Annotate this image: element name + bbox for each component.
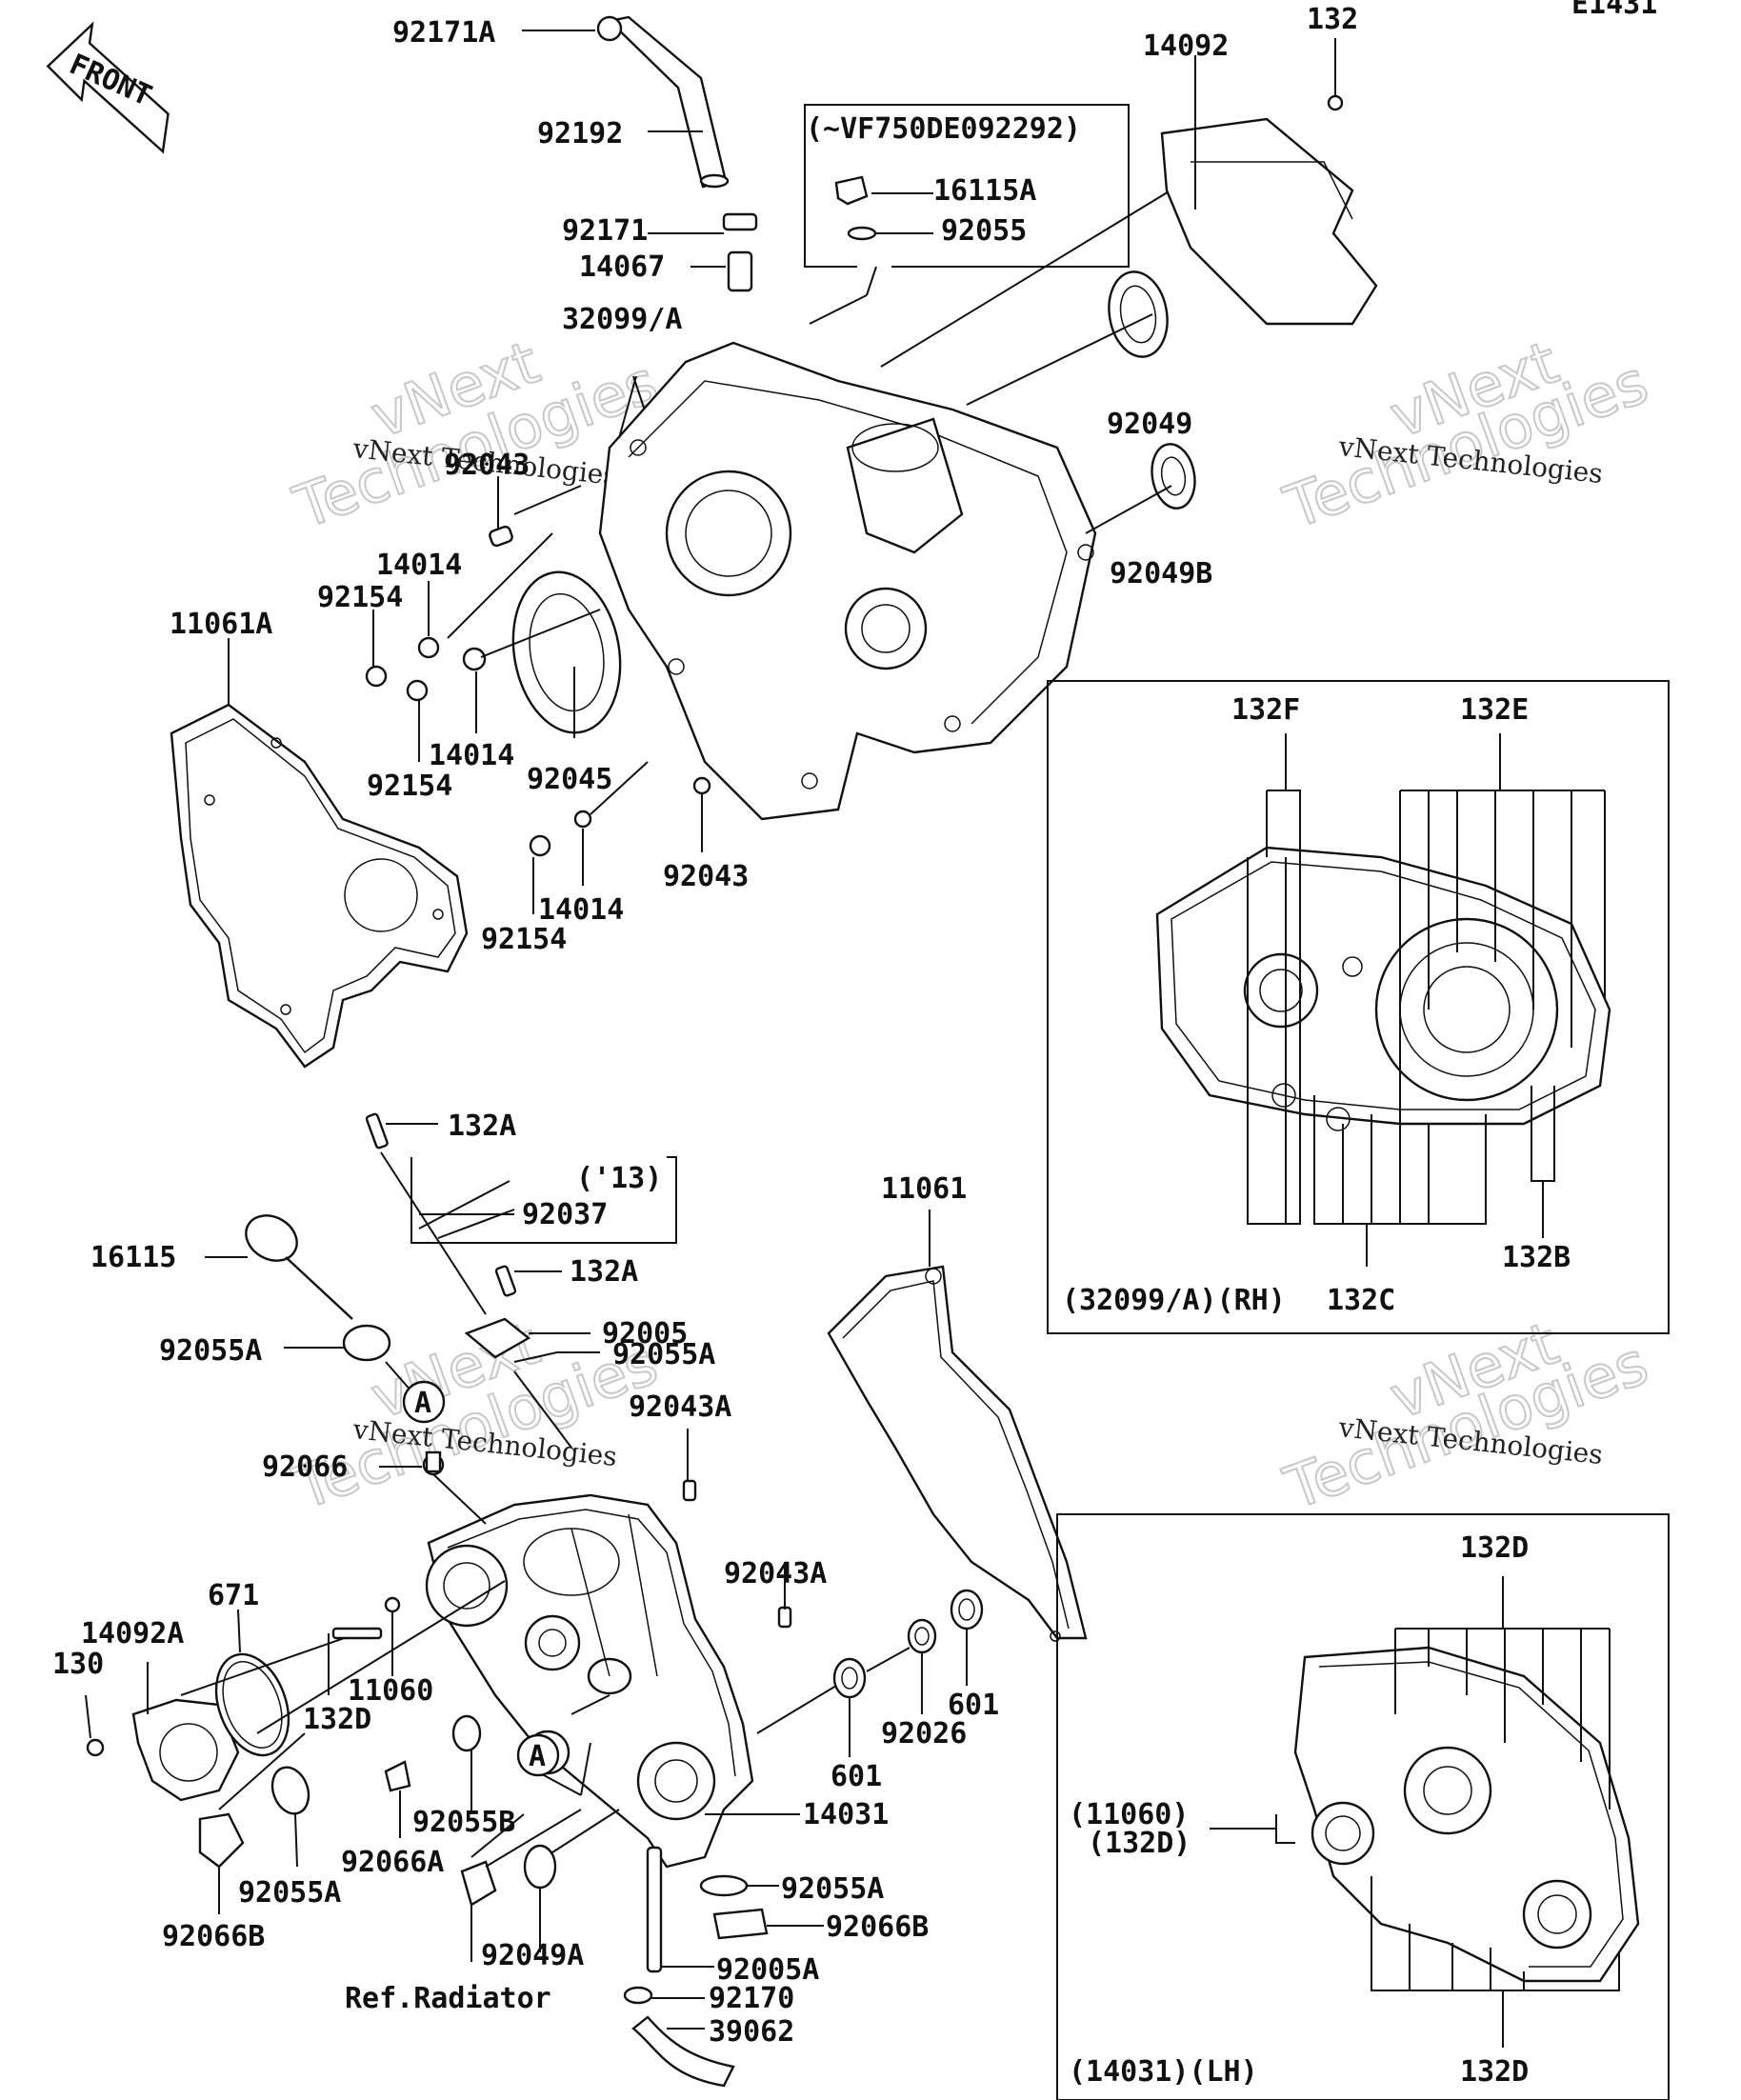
label-14014-c: 14014 bbox=[538, 893, 624, 927]
label-16115: 16115 bbox=[90, 1241, 176, 1274]
inset-lh-caption: (14031)(LH) bbox=[1069, 2055, 1258, 2089]
label-132F: 132F bbox=[1231, 693, 1300, 727]
label-92055B: 92055B bbox=[412, 1806, 515, 1839]
label-92043-top: 92043 bbox=[444, 449, 530, 482]
label-92005: 92005 bbox=[602, 1317, 688, 1350]
label-132A-1: 132A bbox=[448, 1110, 516, 1143]
small-parts-left-top bbox=[365, 485, 711, 857]
label-601-2: 601 bbox=[830, 1760, 882, 1793]
label-132D-3: 132D bbox=[1460, 2055, 1529, 2089]
label-92045: 92045 bbox=[527, 763, 612, 796]
note-year: ('13) bbox=[576, 1162, 662, 1195]
label-601-1: 601 bbox=[948, 1689, 999, 1722]
guard-14092 bbox=[1160, 38, 1378, 326]
label-92066B-1: 92066B bbox=[162, 1920, 265, 1953]
label-92043A-2: 92043A bbox=[724, 1557, 827, 1590]
label-92066A: 92066A bbox=[341, 1846, 444, 1879]
sensors-132A bbox=[365, 1112, 677, 1449]
svg-text:A: A bbox=[529, 1740, 546, 1773]
callout-a-1: A bbox=[402, 1380, 446, 1424]
label-132E: 132E bbox=[1460, 693, 1529, 727]
label-11061: 11061 bbox=[881, 1172, 967, 1206]
label-14014-a: 14014 bbox=[376, 549, 462, 582]
ref-radiator: Ref.Radiator bbox=[345, 1982, 551, 2015]
label-14031: 14031 bbox=[803, 1798, 889, 1831]
label-92055A-2: 92055A bbox=[612, 1338, 715, 1371]
label-92154-c: 92154 bbox=[481, 923, 567, 956]
label-39062: 39062 bbox=[709, 2015, 794, 2049]
serial-note-box: (~VF750DE092292) bbox=[804, 104, 1130, 325]
leaders-left-top bbox=[228, 375, 703, 914]
label-132D-paren: (132D) bbox=[1088, 1827, 1191, 1860]
label-92055A-4: 92055A bbox=[781, 1872, 884, 1906]
label-132D-1: 132D bbox=[303, 1703, 371, 1736]
label-92066: 92066 bbox=[262, 1450, 348, 1484]
label-11060: 11060 bbox=[348, 1674, 433, 1708]
watermark-2: vNext Technologies vNext Technologies bbox=[1274, 327, 1657, 544]
label-14067: 14067 bbox=[579, 250, 665, 284]
label-16115A: 16115A bbox=[933, 174, 1036, 208]
lh-cover bbox=[425, 1493, 754, 1869]
label-671: 671 bbox=[208, 1579, 259, 1612]
label-92055A-1: 92055A bbox=[159, 1334, 262, 1368]
label-132B: 132B bbox=[1502, 1241, 1571, 1274]
label-92154-a: 92154 bbox=[317, 581, 403, 614]
label-92066B-2: 92066B bbox=[826, 1910, 929, 1944]
watermark-4: vNext Technologies vNext Technologies bbox=[1274, 1308, 1657, 1525]
label-92170: 92170 bbox=[709, 1982, 794, 2015]
gasket-11061A bbox=[170, 703, 469, 1069]
label-92037: 92037 bbox=[522, 1198, 608, 1231]
label-92026: 92026 bbox=[881, 1717, 967, 1750]
rh-crankcase-cover bbox=[598, 341, 1097, 821]
serial-note: (~VF750DE092292) bbox=[806, 112, 1081, 146]
label-11061A: 11061A bbox=[170, 608, 272, 641]
label-92005A: 92005A bbox=[716, 1953, 819, 1987]
inset-lh bbox=[1056, 1513, 1670, 2100]
label-92154-b: 92154 bbox=[367, 770, 452, 803]
label-130: 130 bbox=[52, 1648, 104, 1681]
label-132A-2: 132A bbox=[570, 1255, 638, 1289]
inset-rh-caption: (32099/A)(RH) bbox=[1062, 1284, 1286, 1317]
label-132D-2: 132D bbox=[1460, 1531, 1529, 1565]
breather-hose bbox=[596, 15, 758, 292]
label-92049A: 92049A bbox=[481, 1939, 584, 1972]
bearings-middle bbox=[682, 1429, 984, 1757]
callout-a-2: A bbox=[516, 1733, 560, 1777]
label-92043A-1: 92043A bbox=[629, 1390, 731, 1424]
dipstick-16115 bbox=[205, 1214, 420, 1401]
label-92049: 92049 bbox=[1107, 408, 1192, 441]
label-14014-b: 14014 bbox=[429, 739, 514, 772]
label-14092: 14092 bbox=[1143, 30, 1229, 63]
label-92171: 92171 bbox=[562, 214, 648, 248]
label-132C: 132C bbox=[1327, 1284, 1395, 1317]
label-92055A-3: 92055A bbox=[238, 1876, 341, 1910]
label-92192: 92192 bbox=[537, 117, 623, 150]
part-labels: 92171A 92192 92171 14067 32099/A 16115A … bbox=[52, 3, 1571, 2089]
diagram-code: E1431 bbox=[1571, 0, 1657, 21]
label-32099A: 32099/A bbox=[562, 303, 682, 336]
label-92171A: 92171A bbox=[392, 16, 495, 50]
inset-rh bbox=[1047, 680, 1670, 1334]
cover-14092A bbox=[85, 1580, 506, 1802]
svg-text:A: A bbox=[414, 1387, 431, 1420]
label-14092A: 14092A bbox=[81, 1617, 184, 1650]
gasket-11061 bbox=[827, 1210, 1088, 1642]
label-92049B: 92049B bbox=[1110, 557, 1212, 590]
label-132: 132 bbox=[1307, 3, 1358, 36]
label-92055: 92055 bbox=[941, 214, 1027, 248]
label-92043-b: 92043 bbox=[663, 860, 749, 893]
front-arrow-icon: FRONT bbox=[46, 21, 170, 154]
label-11060-paren: (11060) bbox=[1069, 1798, 1189, 1831]
